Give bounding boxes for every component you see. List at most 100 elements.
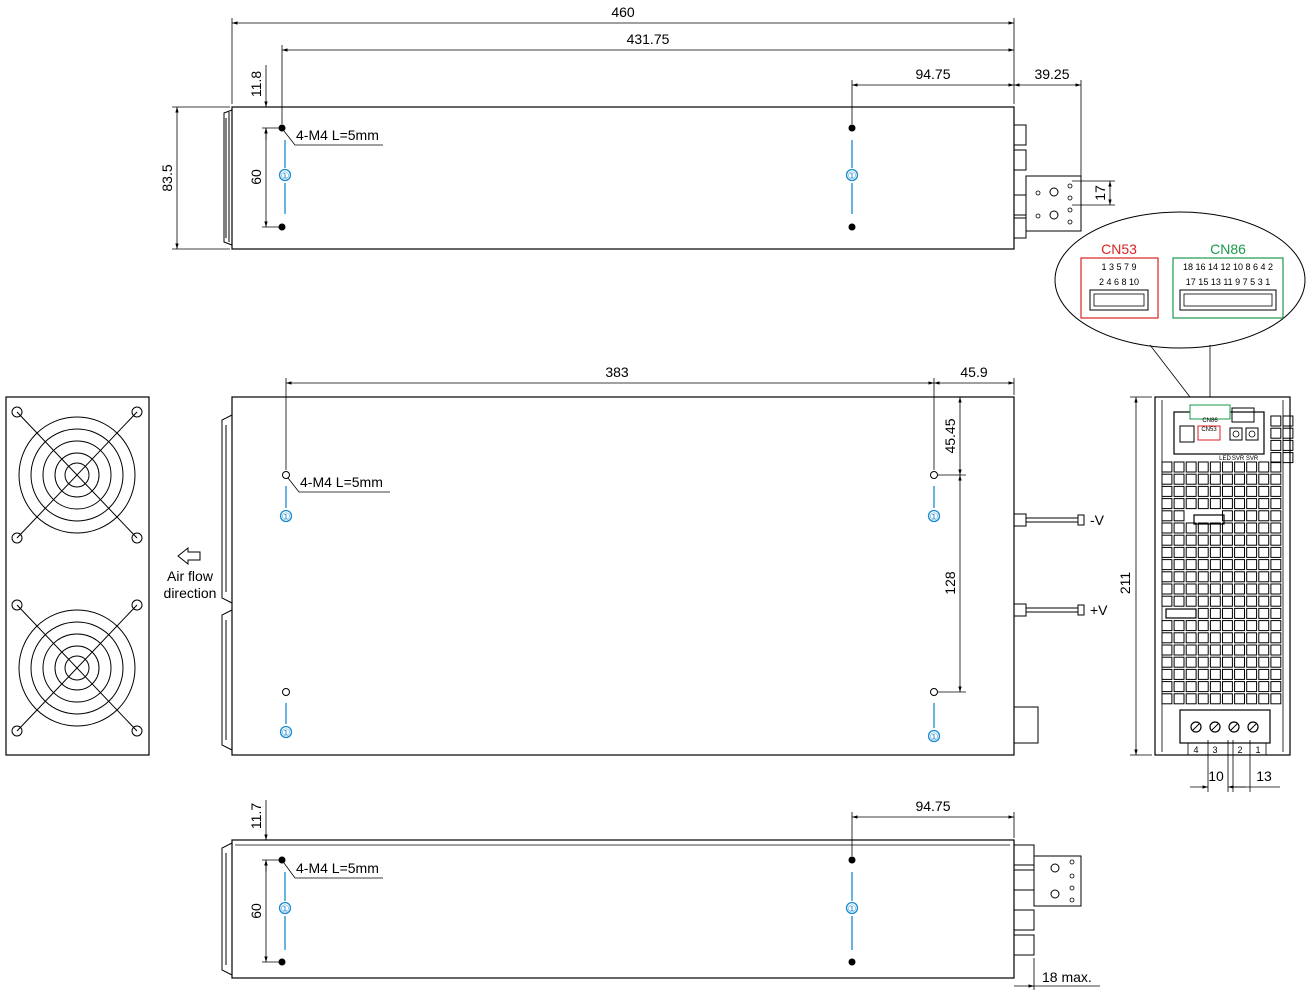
terminal-screw-slot <box>1211 723 1219 731</box>
side-body <box>231 396 1015 756</box>
dim-83: 83.5 <box>159 164 175 191</box>
vent-slot <box>1222 510 1233 522</box>
vent-slot <box>1185 668 1197 680</box>
vent-slot <box>1209 595 1221 607</box>
vent-slot-wide <box>1193 514 1225 525</box>
vent-slot <box>1197 595 1209 607</box>
vent-slot <box>1197 522 1209 534</box>
dim-60-top: 60 <box>248 169 264 185</box>
vent-slot <box>1222 571 1233 583</box>
vent-slot <box>1197 681 1209 693</box>
vent-slot <box>1209 546 1221 558</box>
vent-slot <box>1173 485 1185 497</box>
vent-slot <box>1222 656 1233 668</box>
side-hole <box>930 688 938 696</box>
vent-slot <box>1258 693 1270 705</box>
vent-slot <box>1234 498 1245 510</box>
dim-39: 39.25 <box>1034 66 1069 82</box>
airflow-arrow-icon <box>177 546 201 566</box>
pos-v-label: +V <box>1090 602 1108 618</box>
vent-slot <box>1222 522 1233 534</box>
vent-slot <box>1234 668 1245 680</box>
vent-slot <box>1246 607 1258 619</box>
vent-slot <box>1161 693 1173 705</box>
dim-460: 460 <box>611 4 635 20</box>
vent-slot <box>1222 473 1233 485</box>
vent-slot <box>1209 632 1221 644</box>
front-cn53-label: CN53 <box>1201 427 1217 433</box>
vent-slot <box>1222 681 1233 693</box>
vent-slot <box>1209 656 1221 668</box>
vent-slot <box>1282 415 1294 427</box>
dim-13: 13 <box>1256 768 1272 784</box>
front-cn86 <box>1189 404 1231 420</box>
vent-slot <box>1258 571 1270 583</box>
vent-slot <box>1173 571 1185 583</box>
terminal-block <box>1190 721 1259 733</box>
svr1-label: SVR <box>1232 456 1245 462</box>
vent-slot <box>1185 522 1197 534</box>
side-hole <box>930 471 938 479</box>
vent-slot <box>1161 620 1173 632</box>
vent-slot <box>1197 571 1209 583</box>
fan-view: Air flow direction <box>5 396 216 756</box>
vent-slot <box>1234 534 1245 546</box>
dim-211: 211 <box>1117 572 1133 595</box>
dim-94-top: 94.75 <box>915 66 950 82</box>
vent-slot <box>1222 461 1233 473</box>
dim-18-max: 18 max. <box>1042 969 1092 985</box>
vent-slot <box>1258 534 1270 546</box>
vent-slot <box>1185 656 1197 668</box>
vent-slot <box>1234 583 1245 595</box>
vent-grid <box>1161 415 1294 705</box>
vent-slot <box>1197 620 1209 632</box>
vent-slot <box>1258 681 1270 693</box>
vent-slot <box>1270 620 1282 632</box>
vent-slot <box>1246 461 1258 473</box>
side-hole <box>282 688 290 696</box>
vent-slot <box>1234 607 1245 619</box>
side-screw-label: 4-M4 L=5mm <box>300 474 383 490</box>
vent-slot <box>1258 546 1270 558</box>
side-marker-4: ① <box>930 732 939 743</box>
vent-slot <box>1161 559 1173 571</box>
vent-slot <box>1185 534 1197 546</box>
vent-slot <box>1209 534 1221 546</box>
vent-slot <box>1270 644 1282 656</box>
vent-slot <box>1258 644 1270 656</box>
vent-slot <box>1258 607 1270 619</box>
vent-slot <box>1185 485 1197 497</box>
vent-slot <box>1258 473 1270 485</box>
vent-slot <box>1222 595 1233 607</box>
vent-slot <box>1209 693 1221 705</box>
vent-slot <box>1161 571 1173 583</box>
vent-slot <box>1270 571 1282 583</box>
vent-slot <box>1161 546 1173 558</box>
front-cn53 <box>1197 425 1221 441</box>
vent-slot <box>1209 473 1221 485</box>
vent-slot <box>1197 559 1209 571</box>
vent-slot <box>1197 498 1209 510</box>
dim-45-9: 45.9 <box>960 364 987 380</box>
vent-slot <box>1246 559 1258 571</box>
vent-slot <box>1209 498 1221 510</box>
vent-slot <box>1270 546 1282 558</box>
vent-slot <box>1173 510 1185 522</box>
vent-slot <box>1173 681 1185 693</box>
vent-slot <box>1246 644 1258 656</box>
vent-slot <box>1222 693 1233 705</box>
vent-slot <box>1246 498 1258 510</box>
cn53-title: CN53 <box>1101 241 1137 257</box>
vent-slot <box>1209 583 1221 595</box>
vent-slot <box>1222 534 1233 546</box>
vent-slot <box>1246 620 1258 632</box>
tb-label-1: 1 <box>1255 745 1260 755</box>
vent-slot <box>1161 681 1173 693</box>
terminal-screw <box>1190 721 1202 733</box>
tb-label-4: 4 <box>1193 745 1198 755</box>
vent-slot <box>1270 522 1282 534</box>
vent-slot <box>1246 510 1258 522</box>
vent-slot <box>1222 583 1233 595</box>
cn53-row1: 1 3 5 7 9 <box>1101 262 1136 272</box>
